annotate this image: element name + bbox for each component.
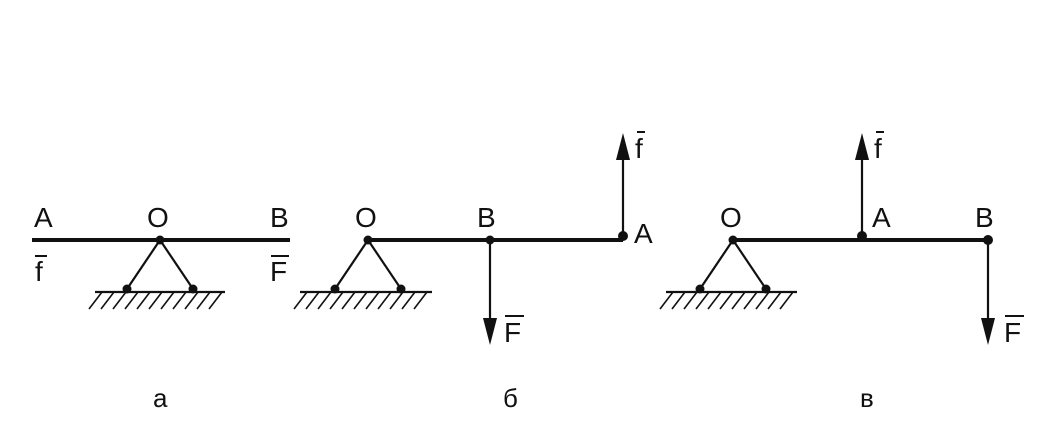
label-b-point-b: B [477, 202, 496, 233]
force-arrow-f-b [616, 133, 630, 236]
force-arrow-f-c [855, 133, 869, 236]
label-a-point-b: B [270, 202, 289, 233]
label-c-point-b: B [975, 202, 994, 233]
panel-a: A O B f F а [32, 202, 290, 413]
label-a-F: F [270, 256, 287, 287]
panel-b: O B A f F б [293, 131, 653, 413]
caption-b: б [503, 383, 518, 413]
label-b-point-o: O [355, 202, 377, 233]
pivot-support-b [293, 235, 432, 310]
pivot-support-a [88, 235, 225, 310]
label-c-point-a: A [872, 202, 891, 233]
label-c-point-o: O [720, 202, 742, 233]
label-b-F: F [504, 317, 521, 348]
caption-a: а [153, 383, 168, 413]
pivot-support-c [659, 235, 797, 310]
caption-c: в [860, 383, 874, 413]
force-arrow-F-c [981, 240, 995, 345]
label-a-point-o: O [147, 202, 169, 233]
label-c-F: F [1004, 317, 1021, 348]
label-c-f: f [874, 133, 882, 164]
label-b-f: f [635, 133, 643, 164]
panel-c: O A B f F в [659, 131, 1024, 413]
label-b-point-a: A [634, 218, 653, 249]
force-arrow-F-b [483, 240, 497, 345]
label-a-f: f [35, 256, 43, 287]
label-a-point-a: A [34, 202, 53, 233]
